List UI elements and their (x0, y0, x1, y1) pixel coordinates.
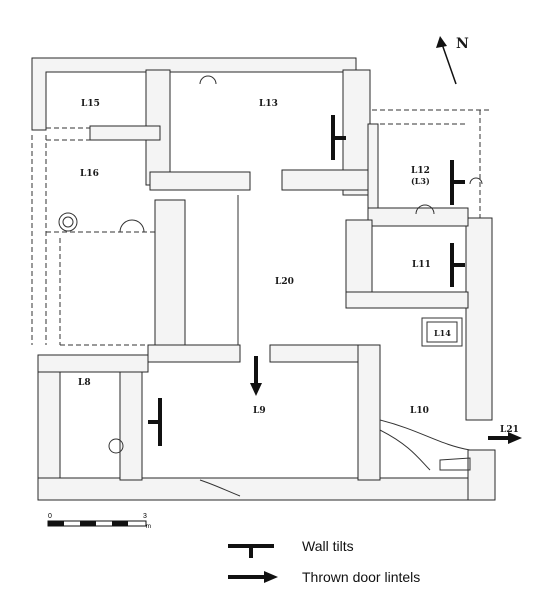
north-label: N (456, 36, 469, 52)
room-label-l12: L12 (411, 166, 430, 176)
room-label-l21: L21 (500, 425, 519, 435)
room-label-l9: L9 (253, 406, 266, 416)
scale-unit: m (146, 524, 151, 530)
north-arrow: N (436, 36, 469, 85)
legend-wall-tilts-label: Wall tilts (302, 538, 354, 554)
wall-tilt-l11 (450, 243, 465, 287)
legend-lintel-symbol (228, 571, 278, 583)
internal-walls (37, 69, 483, 497)
room-label-l11: L11 (412, 260, 431, 270)
room-label-l15: L15 (81, 99, 100, 109)
wall-tilt-l9 (148, 398, 162, 446)
wall-tilt-l13 (331, 115, 346, 160)
room-label-l12-sub: (L3) (411, 176, 430, 186)
lintel-arrow-l21 (488, 432, 522, 444)
wall-tilt-l12 (450, 160, 465, 205)
lintel-arrow-l9 (250, 356, 262, 396)
room-label-l13: L13 (259, 99, 278, 109)
room-label-l8: L8 (78, 378, 91, 388)
legend-wall-tilt-symbol (228, 544, 274, 558)
legend-thrown-lintels-label: Thrown door lintels (302, 569, 421, 585)
room-labels: L15 L13 L16 L12 (L3) L20 L11 L14 L8 L9 L… (78, 99, 519, 435)
wall-tilt-markers (148, 115, 465, 446)
room-label-l14: L14 (434, 328, 451, 338)
room-label-l10: L10 (410, 406, 429, 416)
room-label-l20: L20 (275, 277, 294, 287)
room-label-l16: L16 (80, 169, 99, 179)
legend-symbols (228, 544, 278, 583)
outer-walls (31, 57, 496, 501)
scale-end: 3 (143, 513, 147, 520)
scale-start: 0 (48, 513, 52, 520)
lintel-arrows (250, 356, 522, 444)
scale-bar: 0 3 m (47, 513, 151, 530)
